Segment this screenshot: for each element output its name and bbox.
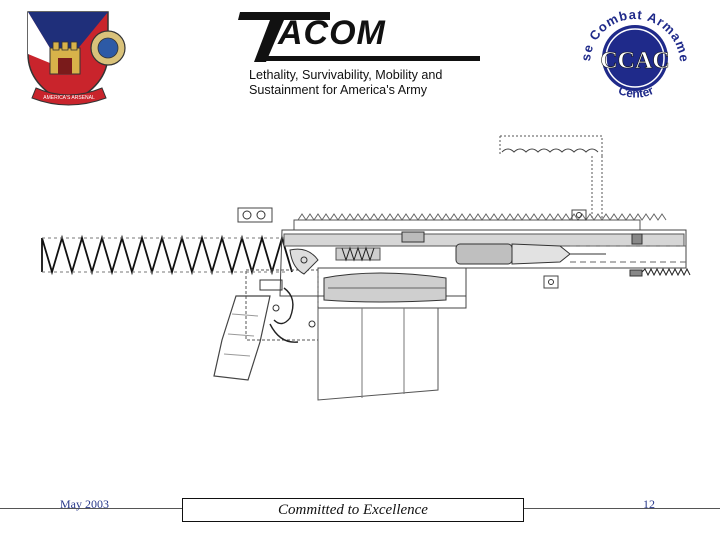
recoil-spring <box>41 234 293 276</box>
page-number: 12 <box>643 497 655 511</box>
footer-motto-box: Committed to Excellence <box>182 498 524 522</box>
footer-rule-right <box>524 508 720 509</box>
ccac-monogram: CCAC <box>600 48 669 74</box>
magazine <box>317 267 467 401</box>
close-combat-armaments-center-icon: Close Combat Armaments Center CCAC <box>576 2 691 101</box>
top-rail <box>293 209 667 231</box>
tagline-line-1: Lethality, Survivability, Mobility and <box>249 68 443 82</box>
footer-date: May 2003 <box>60 497 109 511</box>
tagline-line-2: Sustainment for America's Army <box>249 83 428 97</box>
hammer <box>289 248 319 275</box>
tacom-tagline: Lethality, Survivability, Mobility and S… <box>249 68 489 98</box>
footer-motto: Committed to Excellence <box>278 501 428 518</box>
ccac-bottom-text: Center <box>616 83 655 101</box>
gas-spring <box>543 267 691 289</box>
rear-sight <box>237 207 273 223</box>
tacom-wordmark: ACOM <box>278 14 386 52</box>
svg-text:Center: Center <box>616 83 655 101</box>
charging-handle <box>499 135 603 221</box>
pistol-grip <box>213 295 271 381</box>
rifle-cutaway-diagram <box>41 135 691 401</box>
tacom-crest-icon: AMERICA'S ARSENAL <box>27 11 126 106</box>
footer-rule-left <box>0 508 182 509</box>
tacom-wordmark-logo <box>238 12 480 62</box>
bolt-and-cartridge <box>455 243 686 265</box>
trigger-group <box>245 269 319 343</box>
crest-ribbon-text: AMERICA'S ARSENAL <box>43 95 95 101</box>
